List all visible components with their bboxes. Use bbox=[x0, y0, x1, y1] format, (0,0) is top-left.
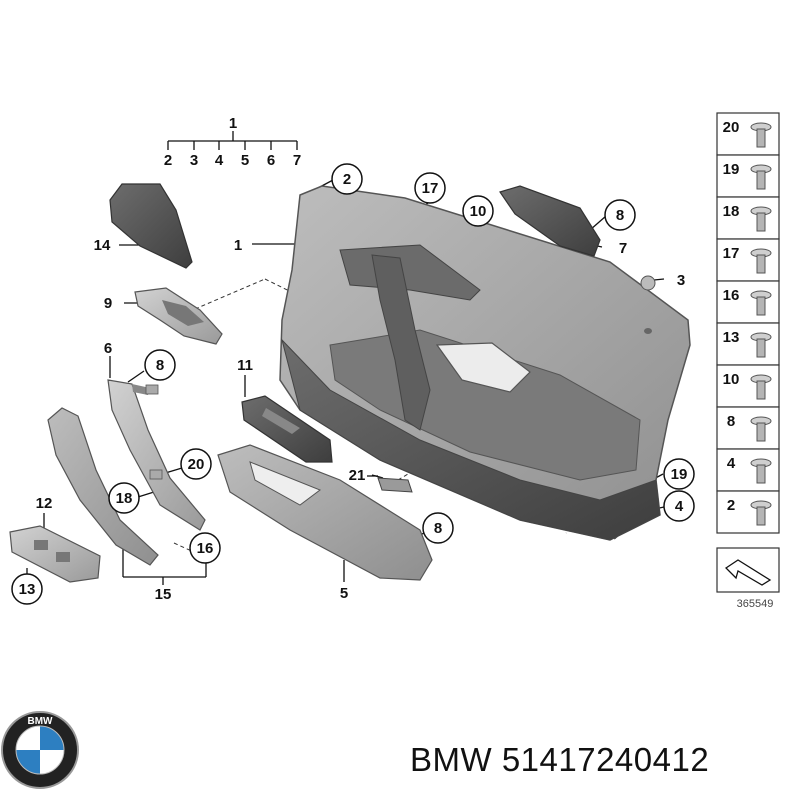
callout-17: 17 bbox=[422, 180, 439, 197]
reference-number: 365549 bbox=[737, 598, 774, 610]
legend-label: 17 bbox=[723, 245, 740, 262]
callout-3: 3 bbox=[190, 152, 198, 169]
callouts: 1 2 3 4 5 6 7 2 17 10 8 7 3 14 1 9 6 8 1… bbox=[11, 115, 695, 605]
callout-4-right: 4 bbox=[675, 498, 684, 515]
legend-label: 19 bbox=[723, 161, 740, 178]
callout-7-handle: 7 bbox=[619, 240, 627, 257]
callout-2-door: 2 bbox=[343, 171, 351, 188]
legend-cell: 19 bbox=[716, 154, 780, 198]
fastener-icon bbox=[750, 458, 772, 484]
legend-label: 18 bbox=[723, 203, 740, 220]
callout-8-left: 8 bbox=[156, 357, 164, 374]
callout-15: 15 bbox=[155, 586, 172, 603]
legend-cell: 17 bbox=[716, 238, 780, 282]
part-window-switch bbox=[9, 525, 101, 583]
legend-cell: 10 bbox=[716, 364, 780, 408]
part-armrest bbox=[217, 444, 433, 581]
callout-5: 5 bbox=[241, 152, 249, 169]
fastener-icon bbox=[750, 248, 772, 274]
legend-label: 16 bbox=[723, 287, 740, 304]
bmw-logo-text: BMW bbox=[28, 716, 54, 727]
legend-cell: 2 bbox=[716, 490, 780, 534]
callout-8-arm: 8 bbox=[434, 520, 442, 537]
part-pull-handle bbox=[47, 407, 159, 566]
legend-cell: 18 bbox=[716, 196, 780, 240]
part-handle-mechanism bbox=[499, 185, 656, 291]
legend-label: 20 bbox=[723, 119, 740, 136]
fastener-icon bbox=[750, 332, 772, 358]
callout-7: 7 bbox=[293, 152, 301, 169]
fastener-icon bbox=[750, 122, 772, 148]
callout-20: 20 bbox=[188, 456, 205, 473]
part-grab-handle-bracket bbox=[107, 379, 206, 531]
legend-label: 13 bbox=[723, 329, 740, 346]
fastener-icon bbox=[750, 416, 772, 442]
part-handle-cover bbox=[134, 287, 223, 345]
legend-cell: 16 bbox=[716, 280, 780, 324]
callout-9: 9 bbox=[104, 295, 112, 312]
part-switch-frame bbox=[241, 395, 333, 463]
legend-label: 2 bbox=[727, 497, 735, 514]
callout-12: 12 bbox=[36, 495, 53, 512]
callout-6-left: 6 bbox=[104, 340, 112, 357]
part-21-bracket bbox=[377, 477, 413, 493]
legend-cell: 13 bbox=[716, 322, 780, 366]
callout-1-top: 1 bbox=[229, 115, 237, 132]
callout-11: 11 bbox=[237, 357, 253, 374]
callout-18: 18 bbox=[116, 490, 133, 507]
fastener-icon bbox=[750, 164, 772, 190]
callout-1-door: 1 bbox=[234, 237, 242, 254]
fastener-icon bbox=[750, 374, 772, 400]
legend-cell: 20 bbox=[716, 112, 780, 156]
part-pocket-cover bbox=[109, 183, 193, 269]
legend-cell: 4 bbox=[716, 448, 780, 492]
callout-16: 16 bbox=[197, 540, 214, 557]
callout-2: 2 bbox=[164, 152, 172, 169]
legend-cell: 8 bbox=[716, 406, 780, 450]
callout-5-bottom: 5 bbox=[340, 585, 348, 602]
part-title: BMW 51417240412 bbox=[410, 741, 710, 778]
door-trim-panel bbox=[279, 185, 691, 541]
fastener-icon bbox=[750, 206, 772, 232]
legend-label: 4 bbox=[727, 455, 736, 472]
callout-3-clip: 3 bbox=[677, 272, 685, 289]
callout-10: 10 bbox=[470, 203, 487, 220]
fastener-icon bbox=[750, 290, 772, 316]
fastener-icon bbox=[750, 500, 772, 526]
legend-arrow-box bbox=[716, 547, 780, 593]
bmw-logo: BMW bbox=[1, 711, 79, 789]
callout-21: 21 bbox=[349, 467, 366, 484]
legend-label: 8 bbox=[727, 413, 735, 430]
callout-19: 19 bbox=[671, 466, 688, 483]
callout-6: 6 bbox=[267, 152, 275, 169]
callout-14: 14 bbox=[94, 237, 111, 254]
callout-4: 4 bbox=[215, 152, 224, 169]
callout-13: 13 bbox=[19, 581, 36, 598]
legend-label: 10 bbox=[723, 371, 740, 388]
fastener-legend: 20 19 18 17 16 13 10 8 4 2 bbox=[716, 112, 780, 534]
callout-8-handle: 8 bbox=[616, 207, 624, 224]
